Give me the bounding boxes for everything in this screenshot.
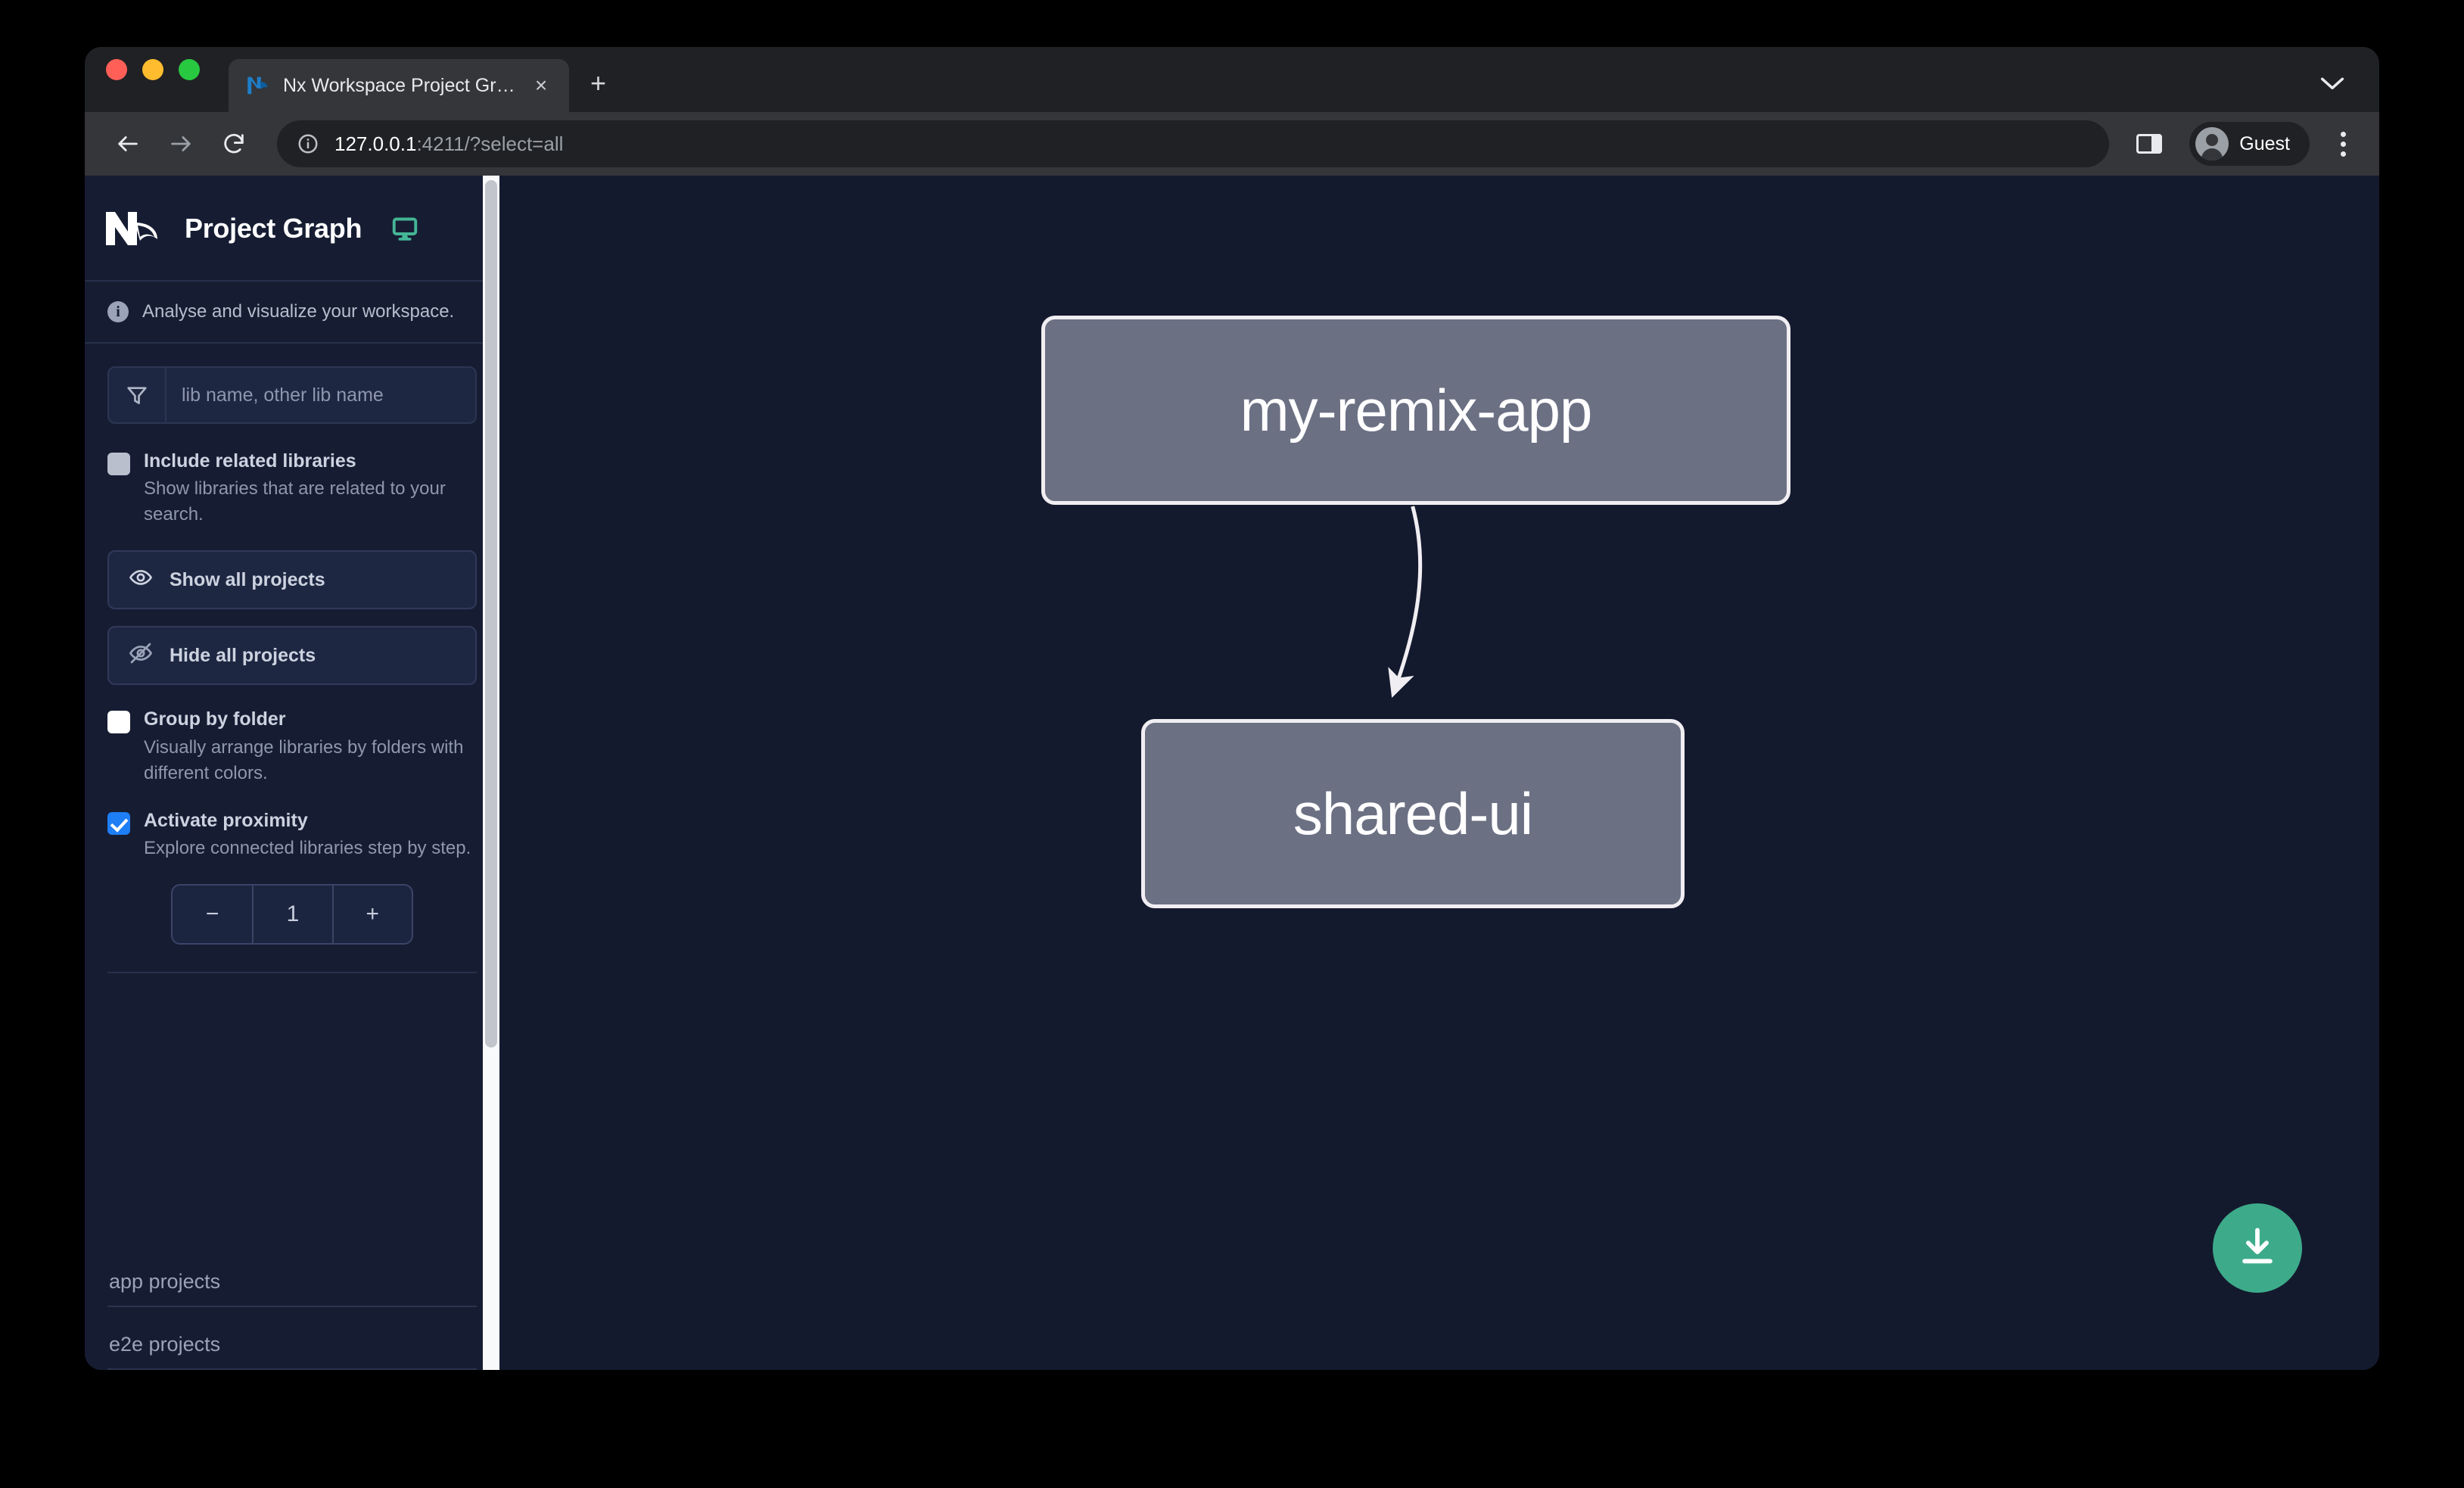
window-traffic-lights <box>106 47 200 112</box>
sidebar-subtitle-row: i Analyse and visualize your workspace. <box>85 282 499 344</box>
edge-my-remix-app-to-shared-ui <box>1388 506 1423 698</box>
monitor-icon[interactable] <box>390 216 419 241</box>
browser-toolbar: 127.0.0.1:4211/?select=all Guest <box>85 112 2379 176</box>
option-label: Include related libraries <box>144 450 356 472</box>
eye-icon <box>129 565 153 595</box>
info-icon: i <box>107 301 129 322</box>
eye-slash-icon <box>129 641 153 671</box>
minimize-window-button[interactable] <box>142 59 163 80</box>
option-description: Visually arrange libraries by folders wi… <box>144 736 464 783</box>
info-circle-icon[interactable] <box>297 132 319 155</box>
url-text: 127.0.0.1:4211/?select=all <box>334 132 563 156</box>
avatar <box>2195 127 2229 160</box>
stepper-increment-button[interactable]: + <box>331 886 412 944</box>
sidebar-item-e2e-projects[interactable]: e2e projects <box>107 1307 477 1370</box>
node-label: my-remix-app <box>1240 376 1593 444</box>
url-host: 127.0.0.1 <box>334 132 417 155</box>
search-input[interactable] <box>166 368 475 422</box>
node-label: shared-ui <box>1293 780 1533 847</box>
profile-label: Guest <box>2239 132 2290 154</box>
filter-search-box[interactable] <box>107 366 477 424</box>
project-sections: app projects e2e projects <box>85 1244 499 1370</box>
option-label: Activate proximity <box>144 809 308 831</box>
scrollbar-thumb[interactable] <box>485 180 497 1048</box>
reload-icon[interactable] <box>210 120 257 167</box>
download-graph-button[interactable] <box>2213 1203 2302 1293</box>
sidebar-subtitle: Analyse and visualize your workspace. <box>142 301 455 322</box>
side-panel-icon[interactable] <box>2126 120 2173 167</box>
browser-window: Nx Workspace Project Graph × + 127.0.0.1… <box>85 47 2379 1370</box>
section-label: app projects <box>109 1270 221 1293</box>
address-bar[interactable]: 127.0.0.1:4211/?select=all <box>277 120 2110 167</box>
page-content: Project Graph i Analyse and visualize yo… <box>85 176 2379 1370</box>
maximize-window-button[interactable] <box>179 59 200 80</box>
graph-node-shared-ui[interactable]: shared-ui <box>1141 719 1685 908</box>
forward-arrow-icon[interactable] <box>157 120 204 167</box>
graph-node-my-remix-app[interactable]: my-remix-app <box>1041 316 1790 505</box>
sidebar-item-app-projects[interactable]: app projects <box>107 1244 477 1307</box>
checkbox-group-by-folder[interactable] <box>107 711 130 734</box>
checkbox-activate-proximity[interactable] <box>107 811 130 835</box>
option-group-by-folder[interactable]: Group by folder Visually arrange librari… <box>107 708 477 786</box>
chevron-down-icon[interactable] <box>2320 73 2344 97</box>
hide-all-projects-button[interactable]: Hide all projects <box>107 626 477 686</box>
sidebar-scrollbar[interactable] <box>483 176 499 1370</box>
project-graph-canvas[interactable]: my-remix-app shared-ui <box>499 176 2379 1370</box>
close-icon[interactable]: × <box>534 73 548 97</box>
back-arrow-icon[interactable] <box>104 120 151 167</box>
sidebar-header: Project Graph <box>85 176 499 282</box>
stepper-value: 1 <box>252 886 331 944</box>
tab-title: Nx Workspace Project Graph <box>283 74 516 96</box>
option-include-related-libraries[interactable]: Include related libraries Show libraries… <box>107 450 477 528</box>
option-description: Explore connected libraries step by step… <box>144 838 471 859</box>
hide-all-projects-label: Hide all projects <box>170 644 316 666</box>
sidebar: Project Graph i Analyse and visualize yo… <box>85 176 499 1370</box>
nx-logo <box>104 207 162 250</box>
funnel-filter-icon <box>109 368 166 422</box>
close-window-button[interactable] <box>106 59 127 80</box>
show-all-projects-label: Show all projects <box>170 568 325 590</box>
sidebar-controls: Include related libraries Show libraries… <box>85 344 499 1244</box>
proximity-stepper: − 1 + <box>171 884 413 945</box>
url-path: :4211/?select=all <box>416 132 564 155</box>
page-title: Project Graph <box>185 213 362 244</box>
profile-button[interactable]: Guest <box>2189 122 2310 166</box>
option-label: Group by folder <box>144 708 286 730</box>
divider <box>107 972 477 974</box>
browser-tab[interactable]: Nx Workspace Project Graph × <box>229 59 569 112</box>
download-icon <box>2235 1225 2279 1272</box>
kebab-menu-icon[interactable] <box>2326 131 2360 157</box>
stepper-decrement-button[interactable]: − <box>205 901 219 927</box>
tab-strip: Nx Workspace Project Graph × + <box>85 47 2379 112</box>
option-activate-proximity[interactable]: Activate proximity Explore connected lib… <box>107 809 477 861</box>
option-description: Show libraries that are related to your … <box>144 478 446 525</box>
new-tab-button[interactable]: + <box>590 67 607 98</box>
section-label: e2e projects <box>109 1333 221 1356</box>
show-all-projects-button[interactable]: Show all projects <box>107 550 477 610</box>
nx-favicon <box>247 74 269 97</box>
checkbox-include-related-libraries[interactable] <box>107 453 130 475</box>
